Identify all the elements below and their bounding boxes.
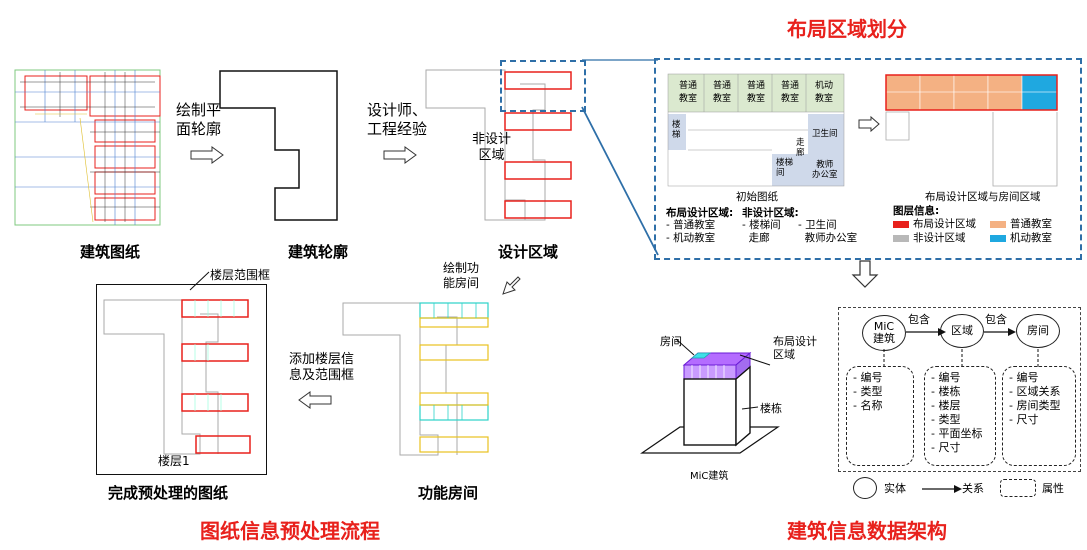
room-label: 普通 教室: [678, 81, 697, 104]
label-preprocessed-drawing: 完成预处理的图纸: [108, 484, 229, 502]
schema-building-label: 楼栋: [760, 402, 782, 415]
legend-item: 布局设计区域: [893, 218, 976, 231]
legend-swatch: [893, 220, 909, 228]
non-design-label: 非设计 区域: [472, 132, 512, 163]
schema-mic-label: MiC建筑: [690, 471, 729, 482]
stair-label: 楼 梯: [672, 120, 681, 140]
room-label: 普通 教室: [780, 81, 799, 104]
legend-swatch: [893, 234, 909, 242]
legend-item: 非设计区域: [893, 232, 966, 245]
design-area-zoom-box: [500, 60, 586, 112]
attrs-room: - 编号 - 区域关系 - 房间类型 - 尺寸: [1002, 366, 1076, 466]
floor-frame-leader: [189, 271, 210, 291]
title-preprocess: 图纸信息预处理流程: [200, 519, 380, 543]
legend-relation-icon: [922, 485, 962, 493]
legend-swatch: [990, 234, 1006, 242]
floor-range-frame: [96, 284, 267, 475]
mic-building-3d: [640, 338, 780, 454]
arrow-right-icon: [383, 146, 417, 164]
legend-entity-icon: [853, 477, 877, 499]
layout-result-drawing: [885, 74, 1058, 187]
zoom-connector: [581, 59, 659, 256]
legend-entity-label: 实体: [884, 482, 906, 495]
arrow-left-icon: [298, 391, 332, 409]
arrow3-text: 绘制功 能房间: [443, 261, 480, 290]
schema-layout-area-label: 布局设计 区域: [773, 335, 817, 361]
toilet-label: 卫生间: [812, 129, 838, 139]
schema-room-label: 房间: [660, 335, 682, 348]
arrow4-text: 添加楼层信 息及范围框: [289, 352, 355, 383]
room-label: 机动 教室: [814, 81, 833, 104]
label-design-area: 设计区域: [498, 243, 559, 261]
label-functional-rooms: 功能房间: [418, 484, 479, 502]
floor1-label: 楼层1: [158, 454, 190, 468]
arrow-right-icon: [190, 146, 224, 164]
arrow-down-icon: [851, 260, 879, 288]
legend-attribute-icon: [1000, 479, 1036, 497]
stair2-label: 楼梯 间: [776, 158, 794, 178]
attrs-area: - 编号 - 楼栋 - 楼层 - 类型 - 平面坐标 - 尺寸: [924, 366, 996, 466]
floor-frame-label: 楼层范围框: [210, 268, 271, 282]
initial-drawing: 普通 教室 普通 教室 普通 教室 普通 教室 机动 教室 楼 梯 卫生间 走 …: [667, 73, 845, 187]
title-layout-division: 布局区域划分: [787, 17, 907, 41]
preprocessed-drawing-shape: [103, 299, 251, 455]
attribute-connectors: [883, 349, 1039, 367]
non-design-items-b: - 卫生间 教师办公室: [798, 219, 858, 244]
layout-panel: [654, 58, 1082, 260]
label-building-drawing: 建筑图纸: [80, 243, 141, 261]
er-diagram-panel: [838, 307, 1081, 472]
room-label: 普通 教室: [746, 81, 765, 104]
legend-item: 机动教室: [990, 232, 1052, 245]
corridor-label: 走 廊: [796, 138, 805, 158]
legend-item: 普通教室: [990, 218, 1052, 231]
initial-caption: 初始图纸: [736, 191, 778, 203]
arrow2-text: 设计师、 工程经验: [367, 101, 428, 138]
attrs-mic-building: - 编号 - 类型 - 名称: [846, 366, 914, 466]
non-design-title: 非设计区域:: [742, 207, 799, 219]
design-area-items: - 普通教室 - 机动教室: [666, 219, 716, 244]
entity-area: 区域: [940, 314, 984, 348]
building-drawing-image: [14, 69, 161, 226]
legend-attribute-label: 属性: [1042, 482, 1064, 495]
entity-room: 房间: [1016, 314, 1060, 348]
legend-swatch: [990, 220, 1006, 228]
relation-contains-2: 包含: [985, 313, 1007, 326]
room-label: 普通 教室: [712, 81, 731, 104]
arrow-right-icon: [858, 115, 880, 133]
arrow1-text: 绘制平 面轮廓: [176, 101, 222, 138]
functional-rooms-shape: [342, 302, 489, 456]
title-data-schema: 建筑信息数据架构: [787, 519, 947, 543]
relation-contains-1: 包含: [908, 313, 930, 326]
office-label: 教师 办公室: [812, 160, 838, 180]
entity-mic-building: MiC 建筑: [862, 315, 906, 351]
relation-arrows: [906, 328, 1016, 336]
design-area-title: 布局设计区域:: [666, 207, 734, 219]
design-area-shape: [425, 69, 572, 221]
result-caption: 布局设计区域与房间区域: [925, 191, 1041, 203]
building-outline-shape: [219, 70, 338, 221]
legend-relation-label: 关系: [962, 482, 984, 495]
arrow-down-left-icon: [502, 276, 521, 295]
label-building-outline: 建筑轮廓: [288, 243, 349, 261]
non-design-items-a: - 楼梯间 走廊: [742, 219, 781, 244]
legend-title: 图层信息:: [893, 205, 940, 217]
